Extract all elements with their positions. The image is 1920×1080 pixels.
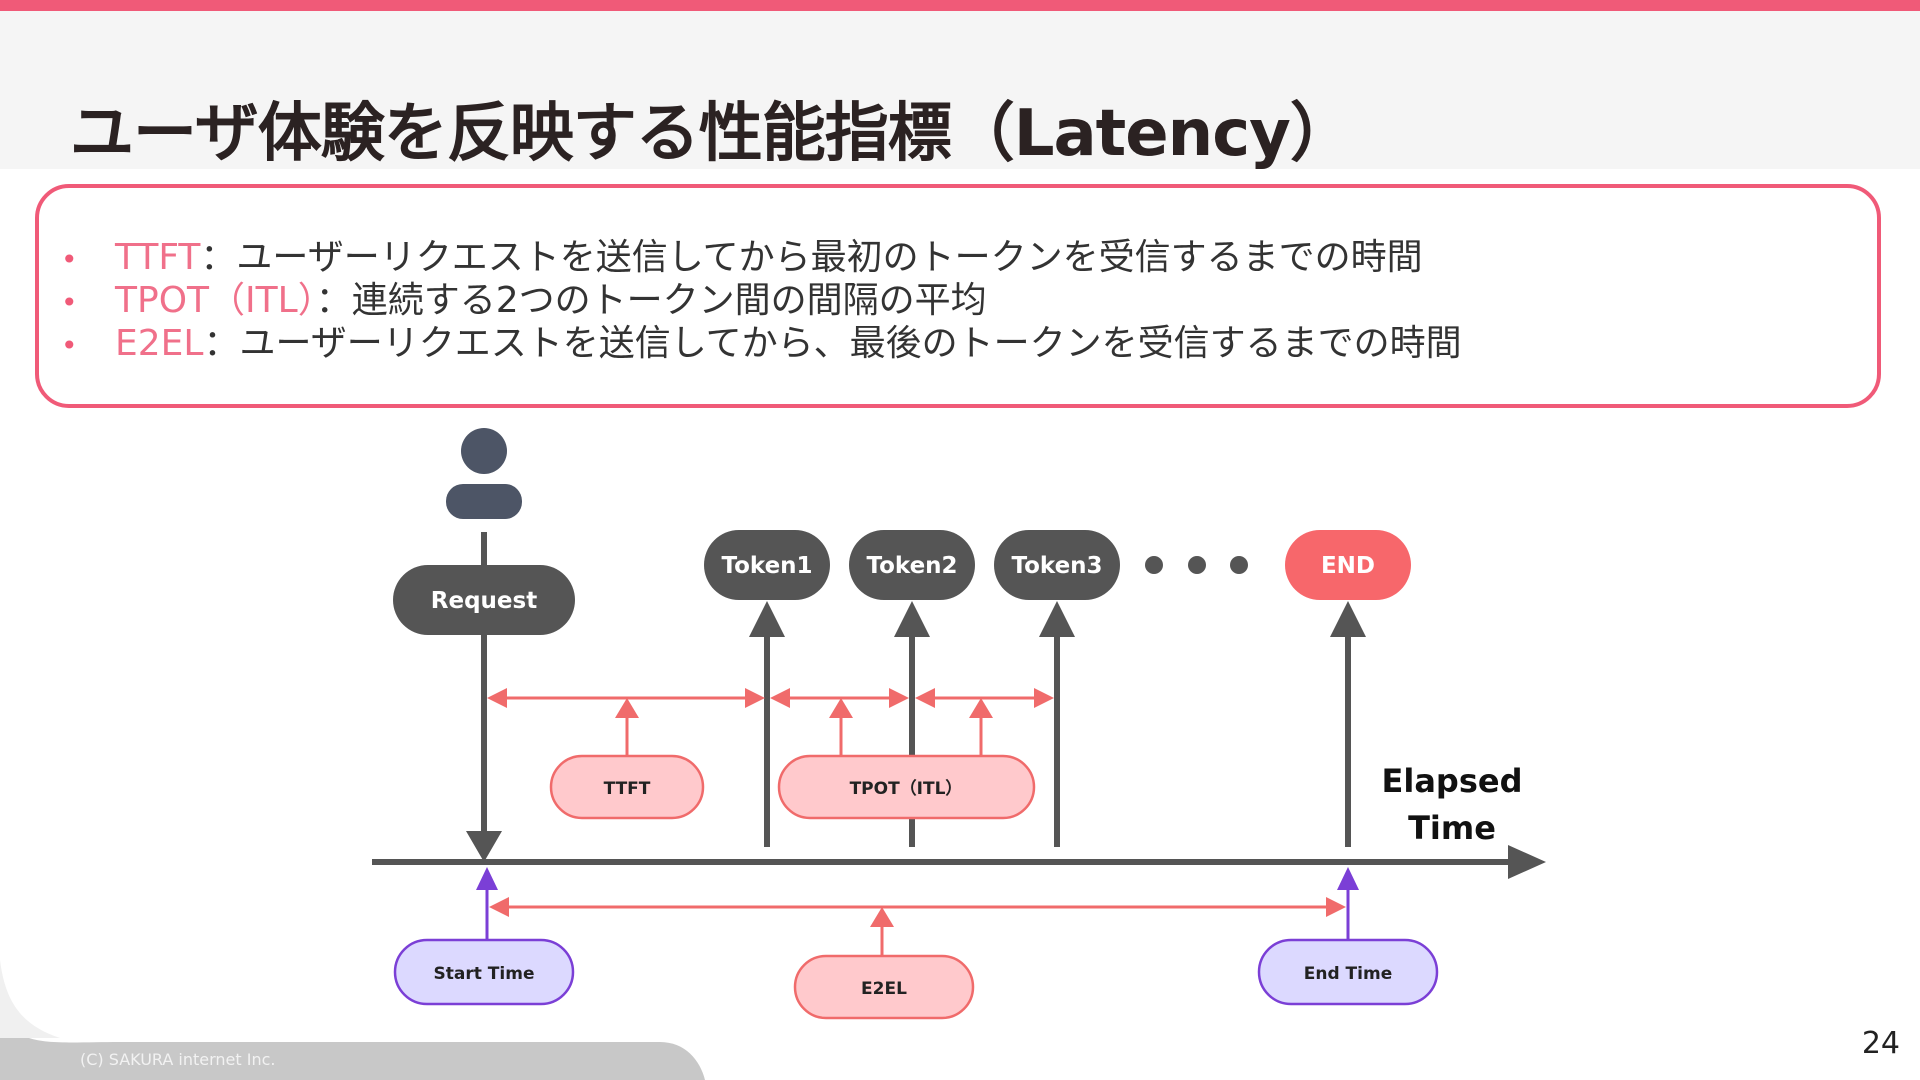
definition-text: ：ユーザーリクエストを送信してから、最後のトークンを受信するまでの時間 [203, 323, 1462, 364]
definition-term: TTFT [115, 237, 201, 278]
top-accent-bar [0, 0, 1920, 11]
start-time-marker [476, 867, 498, 940]
end-time-marker [1337, 867, 1359, 940]
end-label: END [1321, 553, 1375, 579]
start-time-label: Start Time [434, 964, 535, 984]
token1-pill [704, 530, 830, 600]
request-label: Request [431, 588, 537, 614]
header-band [0, 11, 1920, 169]
copyright-text: (C) SAKURA internet Inc. [80, 1050, 276, 1069]
definition-tpot: • TPOT（ITL）：連続する2つのトークン間の間隔の平均 [61, 279, 1462, 322]
token3-pill [994, 530, 1120, 600]
page-number: 24 [1861, 1026, 1900, 1061]
token1-label: Token1 [721, 553, 812, 579]
user-person-icon [446, 428, 522, 519]
axis-arrowhead [1508, 845, 1546, 879]
axis-label-elapsed: Elapsed [1382, 762, 1523, 800]
token3-arrow [1039, 601, 1075, 847]
definition-box: •TTFT：ユーザーリクエストを送信してから最初のトークンを受信するまでの時間 … [35, 184, 1881, 408]
bullet-icon: • [61, 285, 78, 319]
end-arrow [1330, 601, 1366, 847]
end-time-label: End Time [1304, 964, 1392, 984]
footer-decoration [0, 960, 705, 1080]
request-arrowhead [466, 831, 502, 862]
definition-text: ：連続する2つのトークン間の間隔の平均 [315, 280, 987, 321]
token2-label: Token2 [866, 553, 957, 579]
tpot-interval-arrows [770, 688, 1054, 755]
definition-term: TPOT（ITL） [115, 280, 316, 321]
ttft-pill [549, 754, 705, 820]
bullet-icon: • [61, 328, 78, 362]
page-title: ユーザ体験を反映する性能指標（Latency） [70, 97, 1354, 171]
token2-pill [849, 530, 975, 600]
definition-e2el: • E2EL：ユーザーリクエストを送信してから、最後のトークンを受信するまでの時間 [61, 322, 1462, 365]
end-time-pill [1257, 938, 1439, 1006]
definition-text: ：ユーザーリクエストを送信してから最初のトークンを受信するまでの時間 [200, 237, 1423, 278]
start-time-pill [393, 938, 575, 1006]
e2el-interval-arrow [489, 897, 1346, 955]
end-pill [1285, 530, 1411, 600]
tpot-pill [777, 754, 1036, 820]
definition-ttft: • TTFT：ユーザーリクエストを送信してから最初のトークンを受信するまでの時間 [61, 236, 1462, 279]
e2el-label: E2EL [861, 979, 907, 999]
request-pill [393, 565, 575, 635]
e2el-pill [793, 954, 975, 1020]
ellipsis-dots-icon [1145, 556, 1248, 574]
ttft-label: TTFT [604, 779, 651, 799]
axis-label-time: Time [1408, 809, 1496, 847]
tpot-label: TPOT（ITL） [850, 778, 963, 799]
token3-label: Token3 [1011, 553, 1102, 579]
ttft-interval-arrow [487, 688, 765, 755]
token1-arrow [749, 601, 785, 847]
definition-list: •TTFT：ユーザーリクエストを送信してから最初のトークンを受信するまでの時間 … [61, 236, 1462, 365]
bullet-icon: • [61, 242, 78, 276]
definition-term: E2EL [115, 323, 204, 364]
